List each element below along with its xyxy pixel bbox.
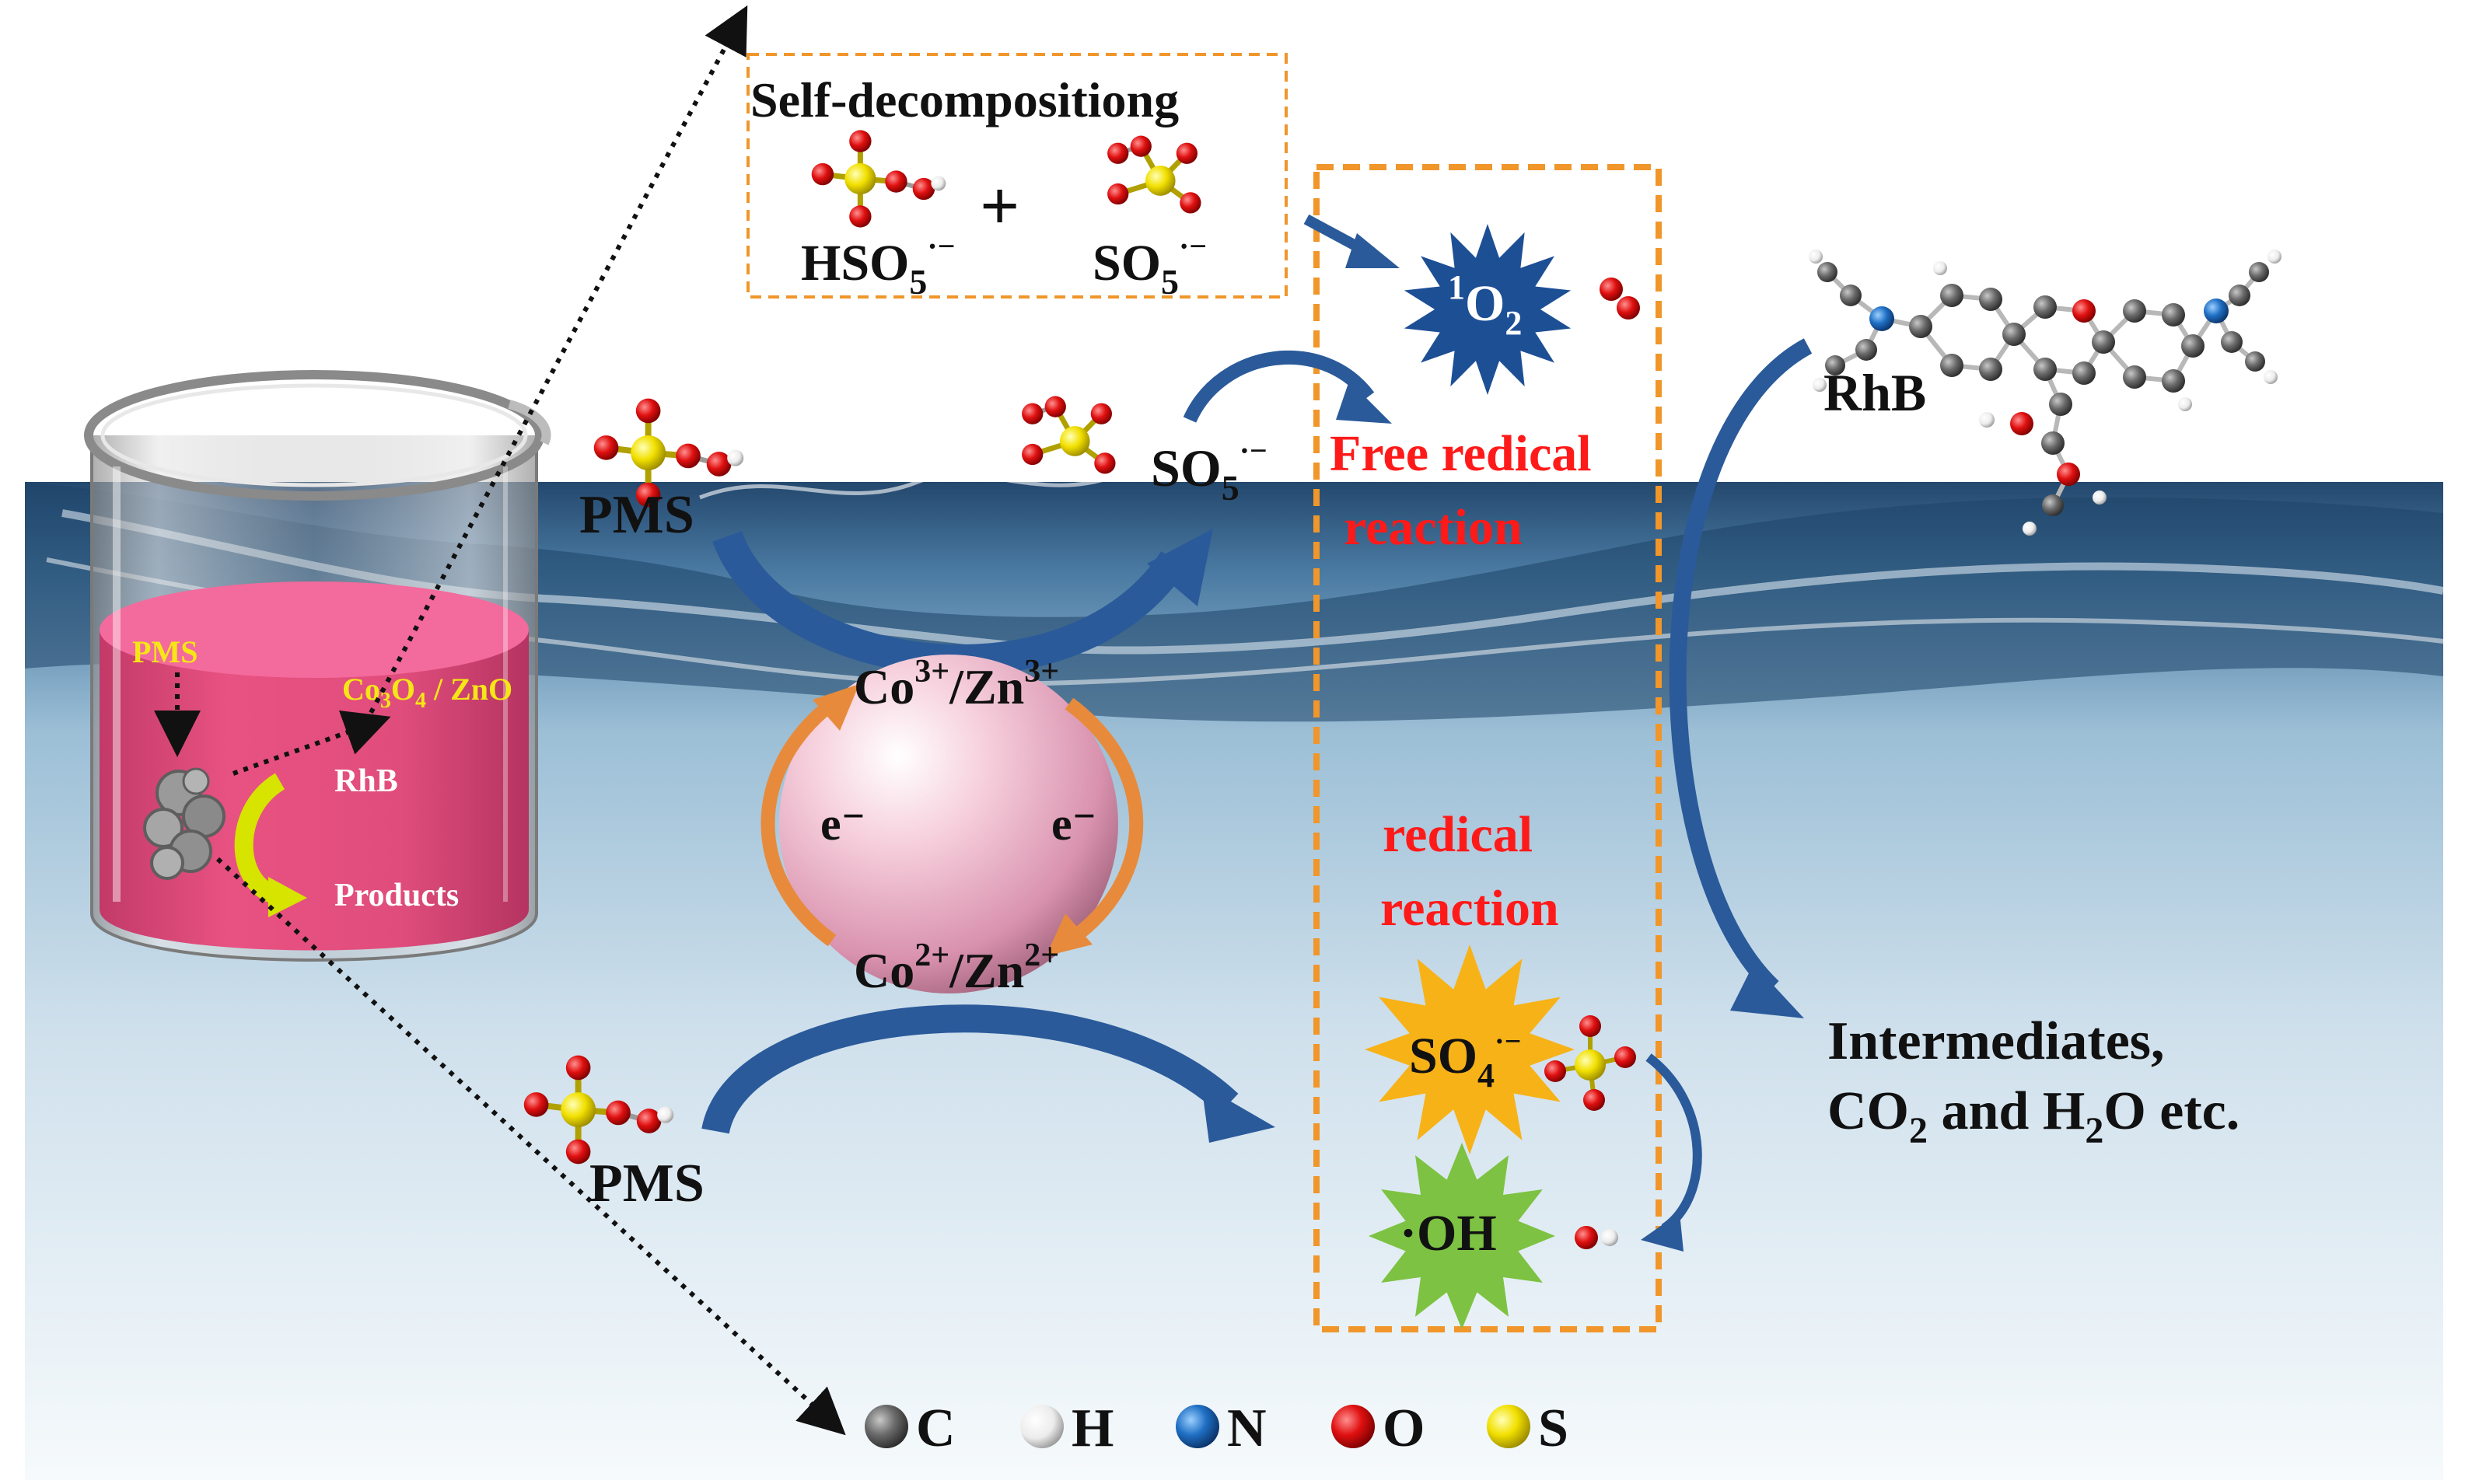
self-decomposition-box: Self-decompositiong + HSO5·− SO5·− — [746, 53, 1288, 302]
self-decomposition-title: Self-decompositiong — [750, 72, 1179, 127]
singlet-oxygen-star: 1O2 — [1404, 224, 1640, 395]
catalyst-bottom-label: Co2+/Zn2+ — [854, 938, 1059, 998]
arrow-pms-to-sulfate — [701, 1004, 1275, 1143]
oh-molecule — [1575, 1226, 1618, 1249]
so5-molecule-box — [1107, 136, 1201, 214]
catalyst-sphere-group: Co3+/Zn3+ Co2+/Zn2+ e⁻ e⁻ — [760, 654, 1144, 998]
so5-label-box: SO5·− — [1093, 229, 1207, 302]
catalyst-sphere — [779, 655, 1118, 993]
cycle-arrow-left — [760, 697, 837, 947]
legend-swatch-c — [865, 1405, 908, 1448]
legend-item-c: C — [865, 1398, 956, 1458]
legend-label-s: S — [1538, 1398, 1568, 1458]
so5-mid-label: SO5·− — [1151, 433, 1267, 508]
legend-swatch-n — [1176, 1405, 1219, 1448]
legend-item-o: O — [1331, 1398, 1425, 1458]
output-line1: Intermediates, — [1827, 1011, 2165, 1071]
sulfate-radical-star: SO4·− — [1365, 945, 1636, 1154]
o2-molecule — [1600, 278, 1640, 319]
sulfate-radical-label: SO4·− — [1409, 1025, 1521, 1095]
hydroxyl-star-shape — [1369, 1143, 1555, 1329]
pms-bottom-label: PMS — [589, 1154, 705, 1213]
free-radical-label-line2: reaction — [1344, 499, 1523, 556]
singlet-oxygen-label: 1O2 — [1448, 268, 1522, 342]
sulfate-star-shape — [1365, 945, 1575, 1154]
radical-label-line2: reaction — [1380, 880, 1559, 937]
beaker: PMS Co3O4 / ZnO RhB Products — [84, 370, 551, 962]
singlet-oxygen-star-shape — [1404, 224, 1572, 395]
beaker-catalyst-label: Co3O4 / ZnO — [342, 672, 512, 713]
cycle-arrowhead-right — [1046, 913, 1093, 956]
dotted-zoom-line-top — [363, 5, 748, 725]
beaker-yellow-arrowhead — [268, 877, 307, 917]
beaker-pms-label: PMS — [132, 634, 198, 669]
legend-swatch-h — [1020, 1405, 1064, 1448]
legend-swatch-o — [1331, 1405, 1375, 1448]
electron-left-label: e⁻ — [820, 798, 865, 850]
free-radical-label-line1: Free redical — [1330, 425, 1592, 482]
radical-label-line1: redical — [1383, 806, 1533, 863]
reaction-box — [1313, 164, 1662, 1332]
beaker-rhb-label: RhB — [334, 763, 398, 799]
beaker-products-label: Products — [334, 878, 459, 913]
so4-molecule — [1544, 1015, 1636, 1111]
cycle-arrowhead-left — [813, 684, 859, 731]
hso5-molecule — [812, 130, 946, 227]
catalyst-top-label: Co3+/Zn3+ — [854, 654, 1059, 714]
legend-swatch-s — [1487, 1405, 1530, 1448]
hso5-label: HSO5·− — [801, 229, 956, 302]
legend-label-c: C — [916, 1398, 956, 1458]
legend-item-s: S — [1487, 1398, 1568, 1458]
so5-molecule-mid — [1022, 396, 1115, 474]
hydroxyl-radical-label: ·OH — [1400, 1205, 1497, 1262]
pms-top-label: PMS — [579, 485, 694, 545]
electron-right-label: e⁻ — [1051, 798, 1096, 850]
hydroxyl-radical-star: ·OH — [1369, 1143, 1618, 1329]
beaker-yellow-arrow — [234, 773, 285, 903]
legend-item-n: N — [1176, 1398, 1267, 1458]
rhb-atoms — [1809, 250, 2281, 536]
arrow-rhb-to-intermediates — [1669, 338, 1813, 1018]
arrow-sulfate-to-hydroxyl — [1641, 1053, 1702, 1252]
legend-item-h: H — [1020, 1398, 1114, 1458]
legend-label-o: O — [1383, 1398, 1425, 1458]
plus-sign: + — [980, 168, 1019, 245]
output-line2: CO2 and H2O etc. — [1827, 1081, 2239, 1151]
rhb-label: RhB — [1823, 363, 1926, 422]
legend-label-h: H — [1072, 1398, 1114, 1458]
beaker-dotted-arrow-catalyst — [232, 711, 391, 776]
catalyst-particles — [143, 767, 226, 880]
legend-label-n: N — [1227, 1398, 1267, 1458]
arrow-to-singlet-oxygen — [1303, 214, 1400, 268]
arrow-so5-to-free-radical — [1183, 350, 1392, 424]
cycle-arrow-right — [1065, 697, 1144, 947]
